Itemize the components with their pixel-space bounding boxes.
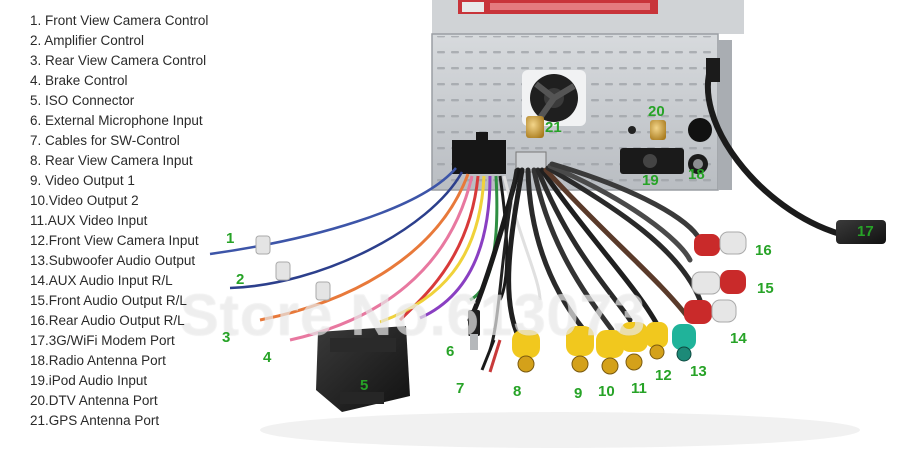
callout-3: 3 <box>222 329 231 346</box>
callout-12: 12 <box>655 367 672 384</box>
callout-10: 10 <box>598 383 615 400</box>
legend-item: 6. External Microphone Input <box>30 113 203 128</box>
callout-15: 15 <box>757 280 774 297</box>
callout-9: 9 <box>574 385 583 402</box>
callout-11: 11 <box>631 380 647 397</box>
legend-item: 16.Rear Audio Output R/L <box>30 313 185 328</box>
legend-item: 8. Rear View Camera Input <box>30 153 193 168</box>
legend-item: 12.Front View Camera Input <box>30 233 199 248</box>
rca-front-cam <box>646 322 668 348</box>
legend-item: 17.3G/WiFi Modem Port <box>30 333 175 348</box>
legend-item: 11.AUX Video Input <box>30 213 148 228</box>
callout-6: 6 <box>446 343 455 360</box>
rca-front-audio-white <box>691 271 721 295</box>
wire-brake-control <box>289 175 474 342</box>
callout-13: 13 <box>690 363 707 380</box>
modem-cable <box>704 61 843 237</box>
callout-20: 20 <box>648 103 665 120</box>
mic-plug-tip <box>470 334 478 350</box>
wire-amplifier-control <box>229 171 464 290</box>
callout-17: 17 <box>857 223 874 240</box>
legend-item: 19.iPod Audio Input <box>30 373 148 388</box>
gps-antenna-port <box>526 116 544 138</box>
callout-14: 14 <box>730 330 747 347</box>
callout-7: 7 <box>456 380 465 397</box>
legend-item: 21.GPS Antenna Port <box>30 413 160 428</box>
vga-socket <box>515 151 547 173</box>
wire-tag-3 <box>315 281 331 301</box>
legend-item: 3. Rear View Camera Control <box>30 53 207 68</box>
legend-item: 20.DTV Antenna Port <box>30 393 158 408</box>
sw-control-wire <box>480 339 496 371</box>
rca-front-audio-red <box>720 270 746 294</box>
modem-plug <box>836 220 886 244</box>
rca-aux-audio-red <box>684 300 712 324</box>
callout-4: 4 <box>263 349 272 366</box>
rca-cable-bundle <box>467 161 703 352</box>
legend-item: 5. ISO Connector <box>30 93 135 108</box>
callout-5: 5 <box>360 377 369 394</box>
legend-item: 18.Radio Antenna Port <box>30 353 166 368</box>
wire-tag-1 <box>255 235 271 255</box>
wire-tag-2 <box>275 261 291 281</box>
legend-item: 7. Cables for SW-Control <box>30 133 180 148</box>
harness-socket <box>452 140 506 174</box>
legend-item: 10.Video Output 2 <box>30 193 139 208</box>
rca-subwoofer <box>672 324 696 350</box>
callout-8: 8 <box>513 383 522 400</box>
legend-item: 13.Subwoofer Audio Output <box>30 253 196 268</box>
callout-21: 21 <box>545 119 562 136</box>
wire-front-cam-control <box>209 167 457 256</box>
rca-rear-audio-white <box>719 231 747 255</box>
legend-item: 2. Amplifier Control <box>30 33 145 48</box>
mic-jack-body <box>468 310 480 336</box>
dtv-antenna-port <box>650 120 666 140</box>
rca-rear-audio-red <box>694 234 720 256</box>
legend-item: 1. Front View Camera Control <box>30 13 209 28</box>
radio-antenna-jack <box>688 118 712 142</box>
callout-18: 18 <box>688 166 705 183</box>
callout-2: 2 <box>236 271 245 288</box>
wire-rear-cam-control <box>259 173 470 322</box>
rca-video-yellow <box>512 322 648 375</box>
callout-19: 19 <box>642 172 659 189</box>
legend-list: 1. Front View Camera Control 2. Amplifie… <box>30 11 330 431</box>
store-watermark: Store No.613073 <box>180 283 647 348</box>
legend-item: 14.AUX Audio Input R/L <box>30 273 173 288</box>
callout-16: 16 <box>755 242 772 259</box>
callout-1: 1 <box>226 230 235 247</box>
legend-item: 4. Brake Control <box>30 73 128 88</box>
legend-item: 9. Video Output 1 <box>30 173 135 188</box>
legend-item: 15.Front Audio Output R/L <box>30 293 187 308</box>
rca-aux-audio-white <box>711 299 737 323</box>
